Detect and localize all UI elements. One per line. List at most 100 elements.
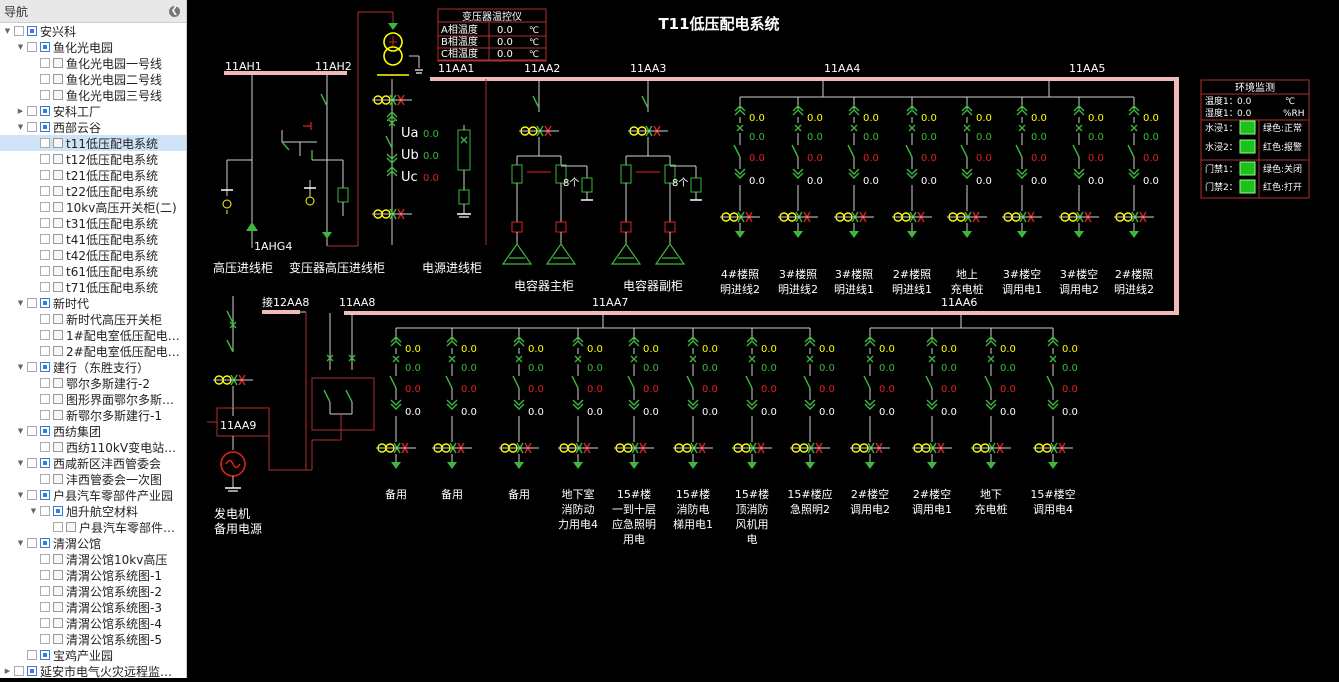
tree-item[interactable]: t41低压配电系统 bbox=[0, 231, 186, 247]
expand-down-icon[interactable]: ▼ bbox=[17, 363, 24, 371]
tree-checkbox[interactable] bbox=[40, 186, 50, 196]
tree-item[interactable]: 鱼化光电园三号线 bbox=[0, 87, 186, 103]
tree-checkbox[interactable] bbox=[40, 202, 50, 212]
tree-item[interactable]: 清渭公馆系统图-3 bbox=[0, 599, 186, 615]
tree-checkbox[interactable] bbox=[40, 314, 50, 324]
tree-checkbox[interactable] bbox=[40, 330, 50, 340]
expand-down-icon[interactable]: ▼ bbox=[4, 27, 11, 35]
tree-item[interactable]: ▼清渭公馆 bbox=[0, 535, 186, 551]
tree-item[interactable]: 西纺110kV变电站… bbox=[0, 439, 186, 455]
tree-checkbox[interactable] bbox=[27, 538, 37, 548]
tree-checkbox[interactable] bbox=[40, 394, 50, 404]
expand-down-icon[interactable]: ▼ bbox=[17, 539, 24, 547]
tree-checkbox[interactable] bbox=[27, 42, 37, 52]
tree-item[interactable]: 鄂尔多斯建行-2 bbox=[0, 375, 186, 391]
tree-item[interactable]: 清渭公馆系统图-1 bbox=[0, 567, 186, 583]
tree-item[interactable]: 图形界面鄂尔多斯… bbox=[0, 391, 186, 407]
tree-checkbox[interactable] bbox=[27, 106, 37, 116]
tree-item[interactable]: ▼旭升航空材料 bbox=[0, 503, 186, 519]
tree-checkbox[interactable] bbox=[27, 298, 37, 308]
tree-item[interactable]: 户县汽车零部件… bbox=[0, 519, 186, 535]
tree-item[interactable]: 新时代高压开关柜 bbox=[0, 311, 186, 327]
tree-checkbox[interactable] bbox=[27, 362, 37, 372]
tree-item[interactable]: ▼西咸新区沣西管委会 bbox=[0, 455, 186, 471]
feeder-value: 0.0 bbox=[1031, 113, 1047, 124]
tree-checkbox[interactable] bbox=[40, 410, 50, 420]
expand-right-icon[interactable]: ▶ bbox=[4, 667, 11, 675]
tree-checkbox[interactable] bbox=[40, 138, 50, 148]
tree-checkbox[interactable] bbox=[14, 666, 24, 676]
tree-checkbox[interactable] bbox=[40, 618, 50, 628]
tree-checkbox[interactable] bbox=[40, 378, 50, 388]
tree-item[interactable]: 1#配电室低压配电… bbox=[0, 327, 186, 343]
tree-checkbox[interactable] bbox=[40, 586, 50, 596]
expand-down-icon[interactable]: ▼ bbox=[17, 43, 24, 51]
tree-item[interactable]: 2#配电室低压配电… bbox=[0, 343, 186, 359]
expand-down-icon[interactable]: ▼ bbox=[17, 299, 24, 307]
tree-checkbox[interactable] bbox=[40, 634, 50, 644]
tree-item[interactable]: t42低压配电系统 bbox=[0, 247, 186, 263]
expand-down-icon[interactable]: ▼ bbox=[17, 459, 24, 467]
tree-item[interactable]: 新鄂尔多斯建行-1 bbox=[0, 407, 186, 423]
expand-down-icon[interactable]: ▼ bbox=[17, 427, 24, 435]
tree-item[interactable]: 清渭公馆系统图-5 bbox=[0, 631, 186, 647]
tree-item[interactable]: 清渭公馆10kv高压 bbox=[0, 551, 186, 567]
tree-checkbox[interactable] bbox=[40, 266, 50, 276]
expand-down-icon[interactable]: ▼ bbox=[30, 507, 37, 515]
tree-item[interactable]: 10kv高压开关柜(二) bbox=[0, 199, 186, 215]
tree-item[interactable]: ▼西部云谷 bbox=[0, 119, 186, 135]
tree-checkbox[interactable] bbox=[27, 458, 37, 468]
tree-checkbox[interactable] bbox=[40, 74, 50, 84]
tree-item[interactable]: ▼新时代 bbox=[0, 295, 186, 311]
tree-item[interactable]: 鱼化光电园二号线 bbox=[0, 71, 186, 87]
tree-item[interactable]: 宝鸡产业园 bbox=[0, 647, 186, 663]
feeder-value: 0.0 bbox=[761, 384, 777, 395]
expand-down-icon[interactable]: ▼ bbox=[17, 491, 24, 499]
tree-checkbox[interactable] bbox=[27, 426, 37, 436]
tree-checkbox[interactable] bbox=[27, 122, 37, 132]
tree-item[interactable]: t61低压配电系统 bbox=[0, 263, 186, 279]
tree-item[interactable]: t12低压配电系统 bbox=[0, 151, 186, 167]
tree-checkbox[interactable] bbox=[27, 650, 37, 660]
tree-item[interactable]: 清渭公馆系统图-4 bbox=[0, 615, 186, 631]
page-icon bbox=[53, 378, 63, 388]
tree-checkbox[interactable] bbox=[53, 522, 63, 532]
tree-item[interactable]: 鱼化光电园一号线 bbox=[0, 55, 186, 71]
tree-item[interactable]: 清渭公馆系统图-2 bbox=[0, 583, 186, 599]
tree-checkbox[interactable] bbox=[40, 90, 50, 100]
feeder-value: 0.0 bbox=[643, 384, 659, 395]
tree-item[interactable]: ▶安科工厂 bbox=[0, 103, 186, 119]
tree-checkbox[interactable] bbox=[27, 490, 37, 500]
tree-item[interactable]: t11低压配电系统 bbox=[0, 135, 186, 151]
tree-item[interactable]: ▼安兴科 bbox=[0, 23, 186, 39]
expand-right-icon[interactable]: ▶ bbox=[17, 107, 24, 115]
tree-checkbox[interactable] bbox=[40, 170, 50, 180]
tree-checkbox[interactable] bbox=[14, 26, 24, 36]
tree-checkbox[interactable] bbox=[40, 218, 50, 228]
tree-checkbox[interactable] bbox=[40, 58, 50, 68]
tree-item[interactable]: 沣西管委会一次图 bbox=[0, 471, 186, 487]
expand-down-icon[interactable]: ▼ bbox=[17, 123, 24, 131]
tree-checkbox[interactable] bbox=[40, 234, 50, 244]
tree-item[interactable]: t71低压配电系统 bbox=[0, 279, 186, 295]
tree-checkbox[interactable] bbox=[40, 346, 50, 356]
tree-checkbox[interactable] bbox=[40, 474, 50, 484]
tree-item[interactable]: ▼鱼化光电园 bbox=[0, 39, 186, 55]
tree-item[interactable]: ▶延安市电气火灾远程监… bbox=[0, 663, 186, 679]
tree-item[interactable]: t22低压配电系统 bbox=[0, 183, 186, 199]
tree-checkbox[interactable] bbox=[40, 570, 50, 580]
tree-item[interactable]: t31低压配电系统 bbox=[0, 215, 186, 231]
tree-checkbox[interactable] bbox=[40, 250, 50, 260]
switch-icon bbox=[863, 375, 871, 389]
collapse-icon[interactable]: ❮ bbox=[169, 5, 180, 17]
tree-checkbox[interactable] bbox=[40, 506, 50, 516]
tree-item[interactable]: ▼西纺集团 bbox=[0, 423, 186, 439]
tree-checkbox[interactable] bbox=[40, 442, 50, 452]
tree-checkbox[interactable] bbox=[40, 554, 50, 564]
tree-item[interactable]: t21低压配电系统 bbox=[0, 167, 186, 183]
tree-checkbox[interactable] bbox=[40, 282, 50, 292]
tree-item[interactable]: ▼户县汽车零部件产业园 bbox=[0, 487, 186, 503]
tree-checkbox[interactable] bbox=[40, 154, 50, 164]
tree-checkbox[interactable] bbox=[40, 602, 50, 612]
tree-item[interactable]: ▼建行（东胜支行） bbox=[0, 359, 186, 375]
